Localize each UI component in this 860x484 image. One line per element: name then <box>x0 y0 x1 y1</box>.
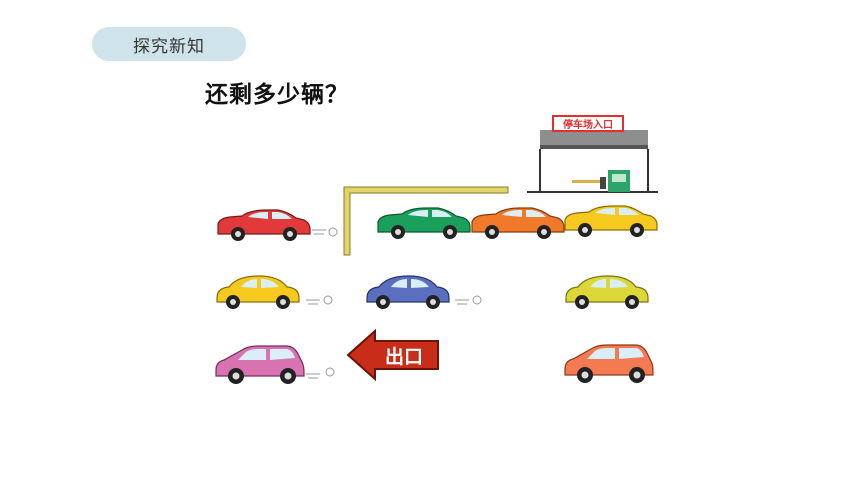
exhaust-puff <box>312 227 338 237</box>
exit-arrow: 出口 <box>346 328 439 382</box>
exit-sign-text: 出口 <box>385 345 423 368</box>
gate-barrier <box>572 180 606 183</box>
car-green-sedan <box>377 207 471 239</box>
exhaust-puff <box>306 295 333 305</box>
question-text: 还剩多少辆？ <box>205 82 349 108</box>
car-blue-beetle <box>366 275 450 309</box>
entrance-sign-box <box>552 115 624 132</box>
divider-wall <box>343 186 509 256</box>
exhaust-puff <box>455 295 482 305</box>
section-tag-label: 探究新知 <box>133 36 205 57</box>
car-pink-hatchback <box>215 345 305 384</box>
car-yellow-sedan <box>564 205 658 237</box>
car-yellow-beetle <box>216 275 300 309</box>
entrance-roof-edge <box>540 145 648 149</box>
car-red-sedan <box>217 209 311 241</box>
car-lime-beetle <box>565 275 649 309</box>
entrance-roof <box>540 130 648 145</box>
car-orange-sedan <box>471 207 565 239</box>
car-salmon-hatchback <box>564 344 654 383</box>
booth-window <box>612 174 626 182</box>
exhaust-puff <box>306 367 335 379</box>
entrance-sign-text: 停车场入口 <box>563 118 613 131</box>
gate-post <box>600 177 606 189</box>
section-tag: 探究新知 <box>92 27 246 61</box>
parking-entrance: 停车场入口 <box>527 115 658 193</box>
